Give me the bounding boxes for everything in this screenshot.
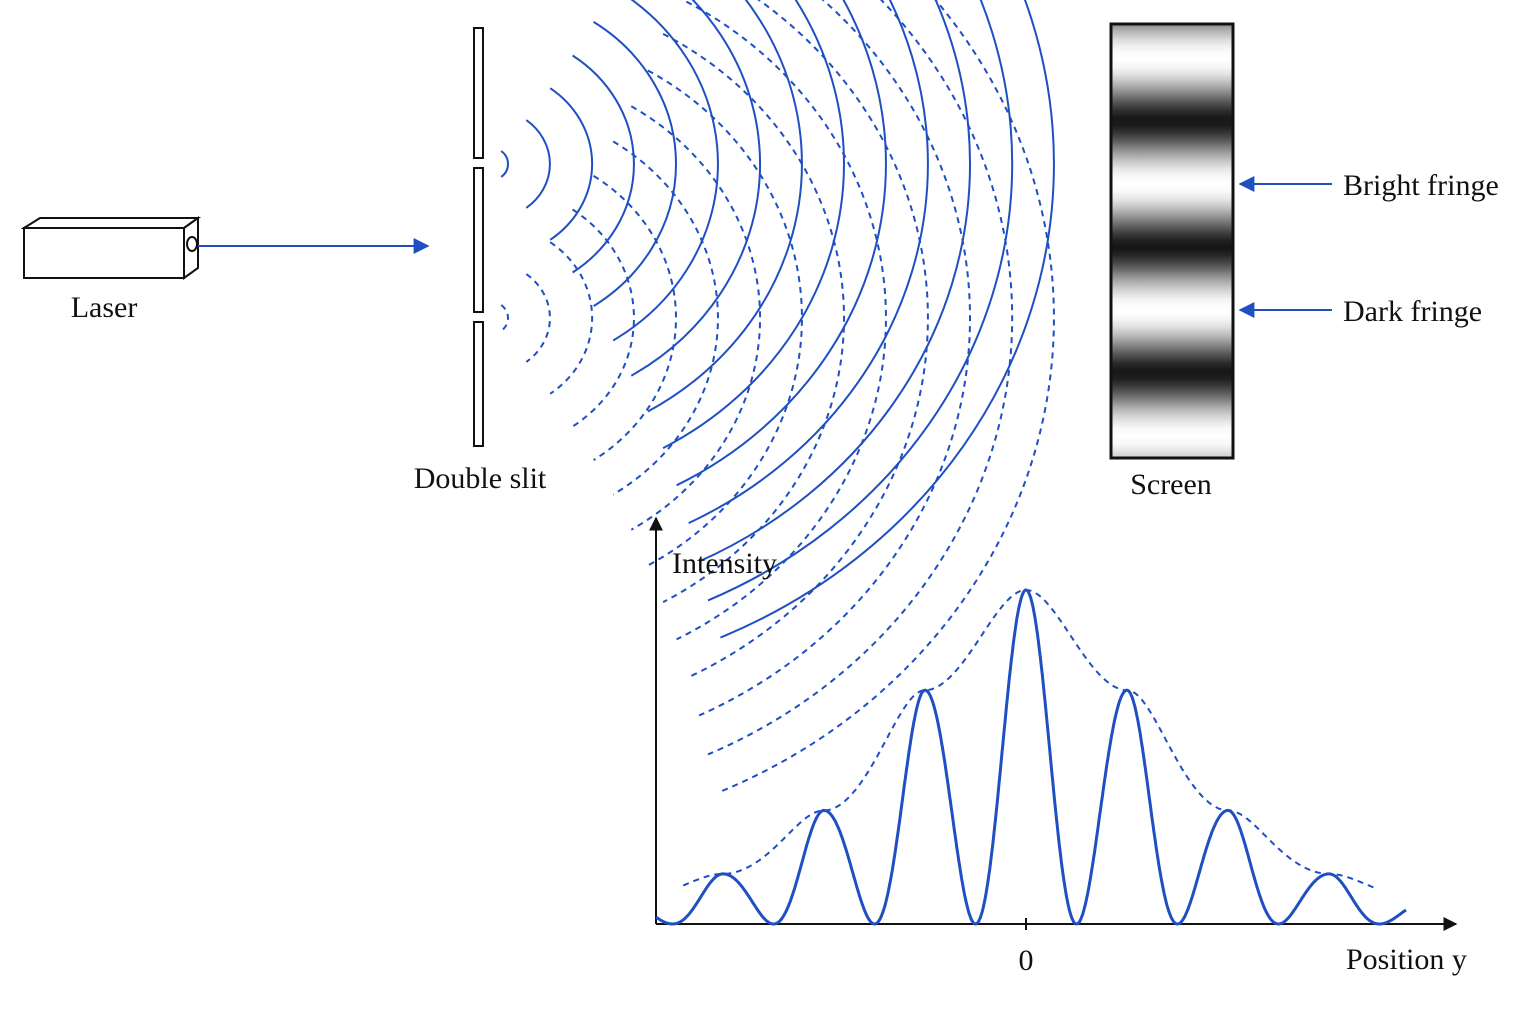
screen-label: Screen	[1130, 468, 1212, 501]
wavefront-arc-dashed	[572, 208, 635, 428]
wavefront-arc-dashed	[612, 140, 719, 496]
wavefront-arc-solid	[572, 54, 635, 274]
double-slit-label: Double slit	[414, 462, 547, 495]
wavefront-arc-dashed	[662, 33, 845, 603]
wavefront-arc-solid	[676, 0, 887, 487]
wavefront-arc-dashed	[593, 175, 677, 461]
double-slit-icon	[473, 27, 484, 447]
bright-fringe-label: Bright fringe	[1343, 169, 1499, 202]
wavefront-arc-dashed	[647, 69, 803, 567]
intensity-chart: Intensity Position y 0	[649, 516, 1467, 977]
wavefront-arc-dashed	[698, 0, 971, 717]
wavefronts-lower-slit	[500, 0, 1055, 793]
screen-fringe-pattern	[1109, 22, 1235, 460]
wavefront-arc-dashed	[707, 0, 1014, 756]
wavefront-arc-dashed	[549, 241, 594, 395]
wavefront-arc-solid	[525, 119, 551, 209]
x-tick-label-zero: 0	[1019, 944, 1034, 977]
interference-curve	[655, 588, 1407, 926]
wavefront-arc-dashed	[676, 0, 887, 641]
wavefronts-upper-slit	[500, 0, 1055, 639]
laser-label: Laser	[71, 291, 138, 324]
wavefront-arc-solid	[549, 87, 594, 241]
wavefront-arc-solid	[707, 0, 1014, 602]
wavefront-arc-dashed	[688, 0, 929, 679]
wavefront-arc-dashed	[630, 105, 761, 531]
dark-fringe-label: Dark fringe	[1343, 295, 1482, 328]
wavefront-arc-dashed	[525, 273, 551, 363]
wavefront-arc-dashed	[500, 304, 510, 332]
envelope-curve	[682, 589, 1375, 889]
wavefront-arc-solid	[720, 0, 1055, 639]
laser-icon	[20, 216, 202, 280]
wavefront-arc-solid	[688, 0, 929, 525]
wavefront-arc-solid	[612, 0, 719, 342]
wavefront-arc-solid	[662, 0, 845, 449]
x-axis-label: Position y	[1346, 943, 1467, 976]
wavefront-arc-solid	[500, 150, 510, 178]
wavefront-arc-solid	[630, 0, 761, 377]
wavefront-arc-solid	[593, 21, 677, 307]
wavefront-arc-solid	[698, 0, 971, 563]
y-axis-label: Intensity	[672, 547, 777, 580]
